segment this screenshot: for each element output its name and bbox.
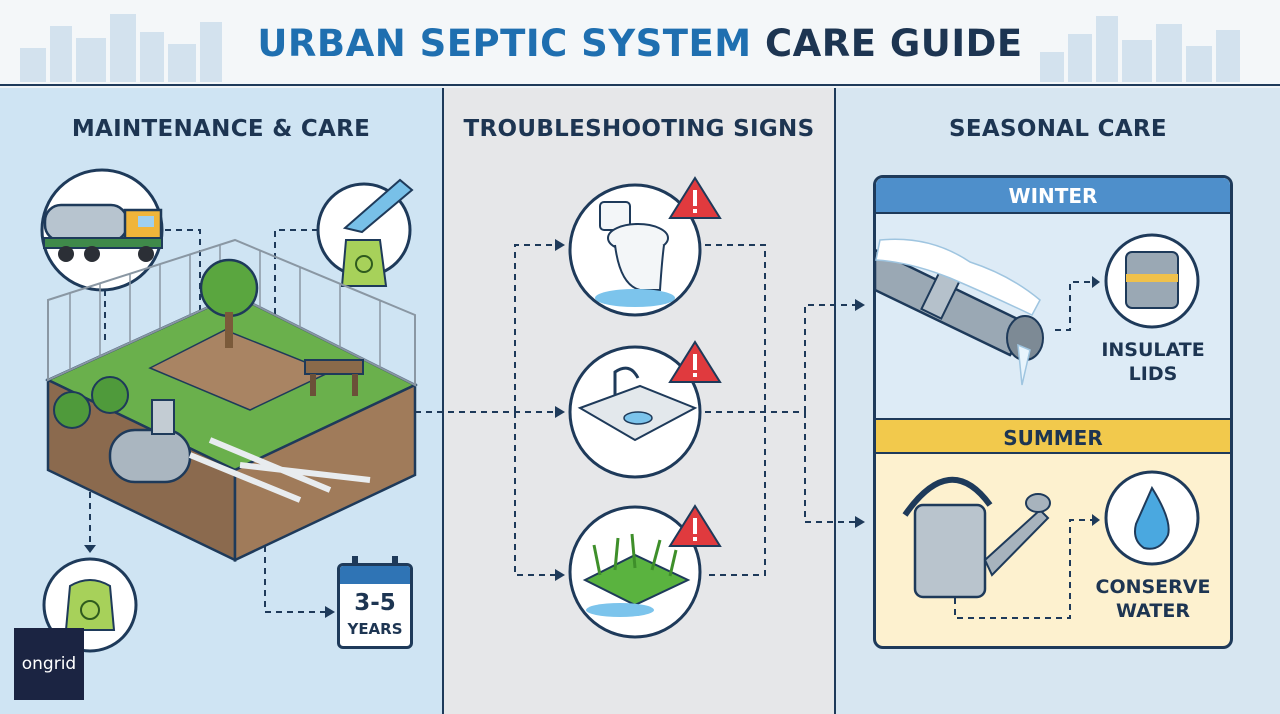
connector-lines [89,229,1095,619]
tanker-truck-icon [40,168,164,292]
summer-label: SUMMER [876,418,1230,454]
conserve-water-line-1: CONSERVE [1095,576,1211,598]
conserve-water-line-2: WATER [1116,600,1190,622]
title-part-2: CARE GUIDE [751,22,1023,65]
seasonal-heading: SEASONAL CARE [949,116,1167,142]
frozen-pipe-icon [873,238,1044,386]
water-drop-icon [1104,470,1200,566]
toilet-overflow-icon [568,183,702,317]
title-part-1: URBAN SEPTIC SYSTEM [257,22,752,65]
maintenance-heading: MAINTENANCE & CARE [71,116,371,142]
header: URBAN SEPTIC SYSTEM CARE GUIDE [0,0,1280,86]
calendar-header [340,566,410,584]
conserve-water-label: CONSERVE WATER [1085,575,1221,623]
winter-label: WINTER [876,178,1230,214]
pumping-interval-calendar: 3-5 YEARS [337,563,413,649]
insulate-lids-label: INSULATE LIDS [1085,338,1221,386]
brand-logo: ongrid [14,628,84,700]
interval-value: 3-5 [354,590,396,616]
page-title: URBAN SEPTIC SYSTEM CARE GUIDE [0,22,1280,65]
skyline-left-icon [20,14,222,82]
insulate-lids-line-1: INSULATE [1101,339,1205,361]
lid-icon [1104,233,1200,329]
troubleshooting-heading: TROUBLESHOOTING SIGNS [463,116,815,142]
interval-unit: YEARS [347,620,403,638]
glove-waste-bag-icon [316,178,414,287]
watering-can-icon [902,477,1051,599]
insulate-lids-line-2: LIDS [1128,363,1178,385]
sink-drain-icon [568,345,702,479]
wet-grass-icon [568,505,702,639]
septic-yard-illustration [45,238,418,562]
skyline-right-icon [1040,16,1240,82]
